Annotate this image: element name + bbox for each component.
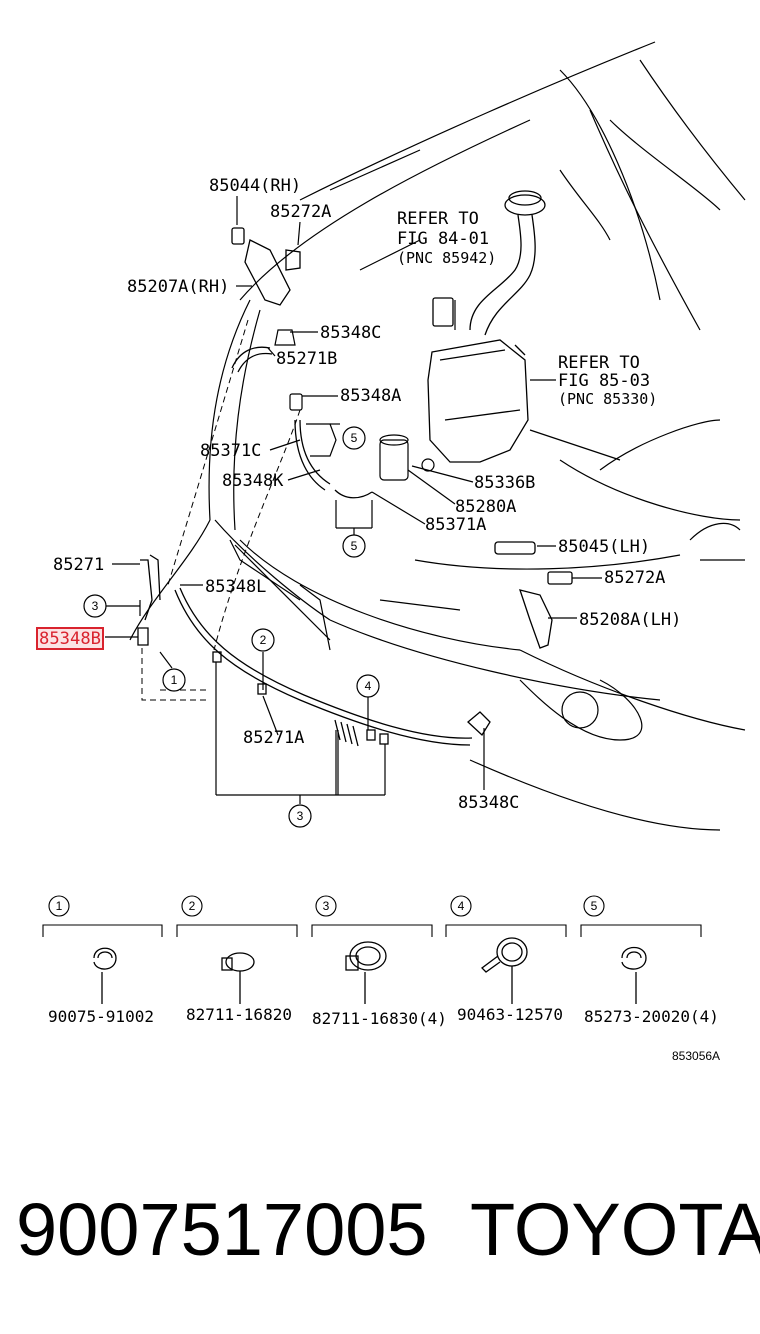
label-85336b[interactable]: 85336B bbox=[474, 473, 535, 493]
label-85371c[interactable]: 85371C bbox=[200, 441, 261, 461]
label-85271[interactable]: 85271 bbox=[53, 555, 104, 575]
clip-type-1-icon bbox=[93, 947, 117, 1004]
refer-note-84-01: REFER TO FIG 84-01 (PNC 85942) bbox=[397, 209, 496, 267]
label-85348c-top[interactable]: 85348C bbox=[320, 323, 381, 343]
legend-item-1[interactable]: 1 90075-91002 bbox=[42, 895, 163, 1026]
washer-tank bbox=[427, 190, 546, 463]
label-85348b-highlighted[interactable]: 85348B bbox=[36, 627, 104, 650]
label-85348l[interactable]: 85348L bbox=[205, 577, 266, 597]
refer-note-85-03: REFER TO FIG 85-03 (PNC 85330) bbox=[558, 353, 657, 408]
legend-item-3[interactable]: 3 82711-16830(4) bbox=[311, 895, 447, 1028]
legend-item-1-part: 90075-91002 bbox=[48, 1007, 154, 1026]
callout-5-upper-num: 5 bbox=[351, 431, 358, 445]
legend: 1 90075-91002 2 82711-16820 3 bbox=[42, 895, 719, 1028]
refer2-line3: (PNC 85330) bbox=[558, 390, 657, 408]
label-85348c-bottom[interactable]: 85348C bbox=[458, 793, 519, 813]
hoses bbox=[140, 346, 473, 746]
part-labels: 85044(RH) 85272A 85207A(RH) 85348C 85271… bbox=[36, 176, 681, 813]
label-85271b[interactable]: 85271B bbox=[276, 349, 337, 369]
legend-item-2-num: 2 bbox=[189, 899, 196, 913]
legend-item-3-num: 3 bbox=[323, 899, 330, 913]
callout-2-hose-num: 2 bbox=[260, 633, 267, 647]
figure-code: 853056A bbox=[672, 1049, 720, 1063]
clip-type-5-icon bbox=[621, 946, 647, 1004]
label-85272a-top[interactable]: 85272A bbox=[270, 202, 331, 222]
label-85272a-lh[interactable]: 85272A bbox=[604, 568, 665, 588]
callout-3-bottom: 3 bbox=[288, 804, 312, 828]
callout-5-upper: 5 bbox=[342, 426, 366, 450]
refer2-line1: REFER TO bbox=[558, 353, 640, 373]
label-85348b[interactable]: 85348B bbox=[39, 629, 101, 649]
legend-item-5-part: 85273-20020(4) bbox=[584, 1007, 719, 1026]
callout-3-left: 3 bbox=[83, 594, 107, 618]
legend-item-5-num: 5 bbox=[591, 899, 598, 913]
label-85348k[interactable]: 85348K bbox=[222, 471, 284, 491]
callout-1-left: 1 bbox=[162, 668, 186, 692]
callout-2-hose: 2 bbox=[251, 628, 275, 652]
callout-3-left-num: 3 bbox=[92, 599, 99, 613]
label-85371a[interactable]: 85371A bbox=[425, 515, 486, 535]
refer1-line1: REFER TO bbox=[397, 209, 479, 229]
label-85207a[interactable]: 85207A(RH) bbox=[127, 277, 229, 297]
washer-pump bbox=[274, 329, 435, 481]
label-85045lh[interactable]: 85045(LH) bbox=[558, 537, 650, 557]
vehicle-body-outline bbox=[129, 41, 746, 831]
legend-item-4-num: 4 bbox=[458, 899, 465, 913]
refer2-line2: FIG 85-03 bbox=[558, 371, 650, 391]
refer1-line3: (PNC 85942) bbox=[397, 249, 496, 267]
legend-item-4-part: 90463-12570 bbox=[457, 1005, 563, 1024]
callout-4-hose-num: 4 bbox=[365, 679, 372, 693]
legend-item-2-part: 82711-16820 bbox=[186, 1005, 292, 1024]
part-number: 9007517005 bbox=[16, 1188, 428, 1271]
label-85348a[interactable]: 85348A bbox=[340, 386, 401, 406]
callout-1-left-num: 1 bbox=[171, 673, 178, 687]
legend-item-3-part: 82711-16830(4) bbox=[312, 1009, 447, 1028]
highlight-box bbox=[36, 627, 104, 650]
clip-type-2-icon bbox=[221, 952, 255, 1004]
label-85208a[interactable]: 85208A(LH) bbox=[579, 610, 681, 630]
legend-item-5[interactable]: 5 85273-20020(4) bbox=[580, 895, 719, 1026]
legend-item-4[interactable]: 4 90463-12570 bbox=[445, 895, 567, 1024]
legend-item-2[interactable]: 2 82711-16820 bbox=[176, 895, 298, 1024]
callout-5-lower-num: 5 bbox=[351, 539, 358, 553]
label-85044rh[interactable]: 85044(RH) bbox=[209, 176, 301, 196]
legend-item-1-num: 1 bbox=[56, 899, 63, 913]
callout-5-lower: 5 bbox=[342, 534, 366, 558]
clip-type-4-icon bbox=[481, 937, 528, 1004]
callout-markers: 5 5 3 1 2 4 3 bbox=[83, 426, 380, 828]
footer: 9007517005 TOYOTA bbox=[0, 1185, 760, 1285]
refer1-line2: FIG 84-01 bbox=[397, 229, 489, 249]
label-85271a[interactable]: 85271A bbox=[243, 728, 304, 748]
label-85280a[interactable]: 85280A bbox=[455, 497, 516, 517]
brand-name: TOYOTA bbox=[470, 1188, 760, 1271]
clip-type-3-icon bbox=[345, 941, 387, 1004]
phantom-lines bbox=[141, 319, 340, 701]
callout-4-hose: 4 bbox=[356, 674, 380, 698]
callout-3-bottom-num: 3 bbox=[297, 809, 304, 823]
